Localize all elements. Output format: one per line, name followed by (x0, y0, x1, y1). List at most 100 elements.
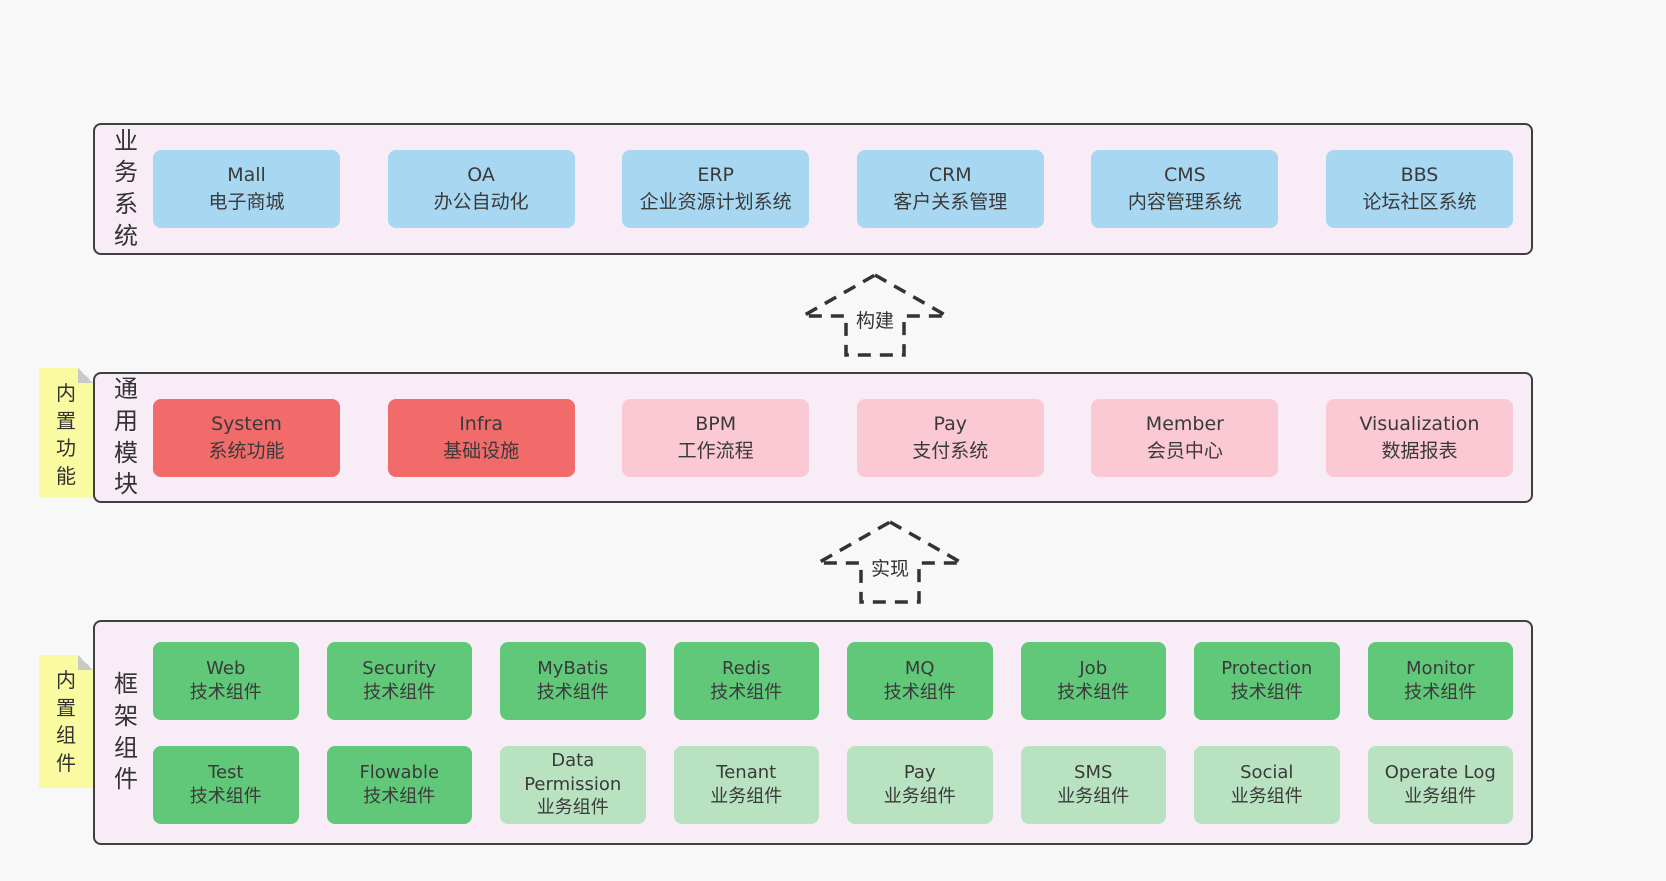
box-title: Visualization (1359, 412, 1480, 435)
box-subtitle: 企业资源计划系统 (639, 191, 792, 213)
box-subtitle: 会员中心 (1146, 439, 1223, 462)
box-subtitle: 技术组件 (883, 681, 956, 703)
box-title: Monitor (1406, 658, 1475, 680)
box-crm: CRM 客户关系管理 (856, 150, 1044, 228)
box-subtitle: 业务组件 (536, 797, 609, 819)
arrow-label-build: 构建 (852, 310, 898, 333)
box-subtitle: 技术组件 (536, 681, 609, 703)
box-subtitle: 业务组件 (1230, 785, 1303, 807)
box-subtitle: 客户关系管理 (893, 191, 1008, 213)
box-subtitle: 技术组件 (189, 681, 262, 703)
box-title: Job (1079, 658, 1108, 680)
box-title: ERP (697, 164, 735, 187)
box-subtitle: 业务组件 (1404, 785, 1477, 807)
box-title: CRM (928, 164, 972, 187)
dashed-up-arrow-build (800, 272, 950, 357)
box-pay: Pay 支付系统 (856, 398, 1044, 477)
box-title: Tenant (716, 762, 777, 784)
box-title: Operate Log (1384, 762, 1496, 784)
box-title: Pay (933, 412, 968, 435)
box-subtitle: 技术组件 (1057, 681, 1130, 703)
box-title: Test (208, 762, 244, 784)
box-title: BPM (695, 412, 737, 435)
sticky-note-builtin-components: 内置组件 (39, 655, 93, 788)
box-subtitle: 技术组件 (363, 785, 436, 807)
box-title: Infra (459, 412, 503, 435)
box-title: System (211, 412, 282, 435)
box-title: SMS (1074, 762, 1113, 784)
box-subtitle: 数据报表 (1381, 439, 1458, 462)
box-title: BBS (1400, 164, 1439, 187)
layer-label-common-modules: 通用模块 (114, 375, 138, 499)
box-subtitle: 内容管理系统 (1127, 191, 1242, 213)
box-title: CMS (1164, 164, 1206, 187)
box-subtitle: 技术组件 (363, 681, 436, 703)
box-erp: ERP 企业资源计划系统 (622, 150, 810, 228)
box-subtitle: 工作流程 (677, 439, 754, 462)
box-subtitle: 电子商城 (208, 191, 285, 213)
box-title: Member (1145, 412, 1224, 435)
sticky-note-builtin-features: 内置功能 (39, 368, 93, 498)
box-title: Data Permission (524, 750, 622, 795)
box-subtitle: 论坛社区系统 (1362, 191, 1477, 213)
box-title: Social (1240, 762, 1294, 784)
box-title: Security (362, 658, 437, 680)
box-system: System 系统功能 (153, 398, 340, 477)
common-modules-boxes: System 系统功能 Infra 基础设施 BPM 工作流程 Pay 支付系统 Member 会… (143, 398, 1531, 477)
box-subtitle: 技术组件 (710, 681, 783, 703)
box-title: MyBatis (537, 658, 609, 680)
dashed-up-arrow-implement (815, 519, 965, 604)
box-subtitle: 业务组件 (883, 785, 956, 807)
box-subtitle: 技术组件 (1404, 681, 1477, 703)
layer-common-modules: 通用模块 System 系统功能 Infra 基础设施 BPM 工作流程 Pay 支付系统 Me… (93, 372, 1533, 503)
box-member: Member 会员中心 (1091, 398, 1279, 477)
box-title: OA (467, 164, 495, 187)
box-visualization: Visualization 数据报表 (1325, 398, 1513, 477)
layer-label-business-systems: 业务系统 (114, 126, 138, 250)
arrow-label-implement: 实现 (867, 558, 913, 581)
box-title: Web (206, 658, 246, 680)
box-title: Pay (903, 762, 936, 784)
box-title: Flowable (359, 762, 440, 784)
box-subtitle: 技术组件 (189, 785, 262, 807)
box-subtitle: 业务组件 (710, 785, 783, 807)
sticky-note-label: 内置组件 (56, 668, 76, 775)
box-title: MQ (904, 658, 935, 680)
box-title: Redis (721, 658, 771, 680)
box-subtitle: 系统功能 (208, 439, 285, 462)
box-subtitle: 支付系统 (912, 439, 989, 462)
layer-label-framework-components: 框架组件 (114, 670, 138, 794)
box-subtitle: 技术组件 (1230, 681, 1303, 703)
box-title: Protection (1221, 658, 1313, 680)
box-subtitle: 基础设施 (443, 439, 520, 462)
box-subtitle: 业务组件 (1057, 785, 1130, 807)
box-mall: Mall 电子商城 (153, 150, 340, 228)
box-cms: CMS 内容管理系统 (1091, 150, 1279, 228)
box-bpm: BPM 工作流程 (622, 398, 810, 477)
box-title: Mall (227, 164, 266, 187)
sticky-note-label: 内置功能 (56, 381, 76, 488)
box-bbs: BBS 论坛社区系统 (1325, 150, 1513, 228)
